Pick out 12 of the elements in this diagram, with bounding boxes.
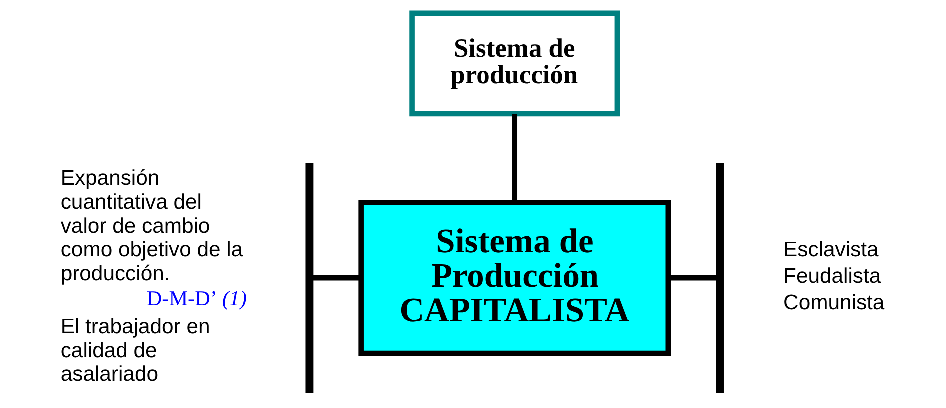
node-box: Sistema de producción <box>409 10 620 117</box>
connector <box>312 275 361 281</box>
label: Esclavista <box>783 238 878 262</box>
label: Feudalista <box>783 265 881 288</box>
connector <box>512 114 517 203</box>
label: Comunista <box>783 292 884 315</box>
label: El trabajador en calidad de asalariado <box>60 315 210 386</box>
label: D-M-D’ (1) <box>146 286 247 311</box>
label: Expansión cuantitativa del valor de cambio como objetivo de la producción. <box>60 167 243 286</box>
node-box: Sistema de Producción CAPITALISTA <box>358 200 671 356</box>
node-bar <box>716 162 724 394</box>
node-bar <box>305 162 314 394</box>
